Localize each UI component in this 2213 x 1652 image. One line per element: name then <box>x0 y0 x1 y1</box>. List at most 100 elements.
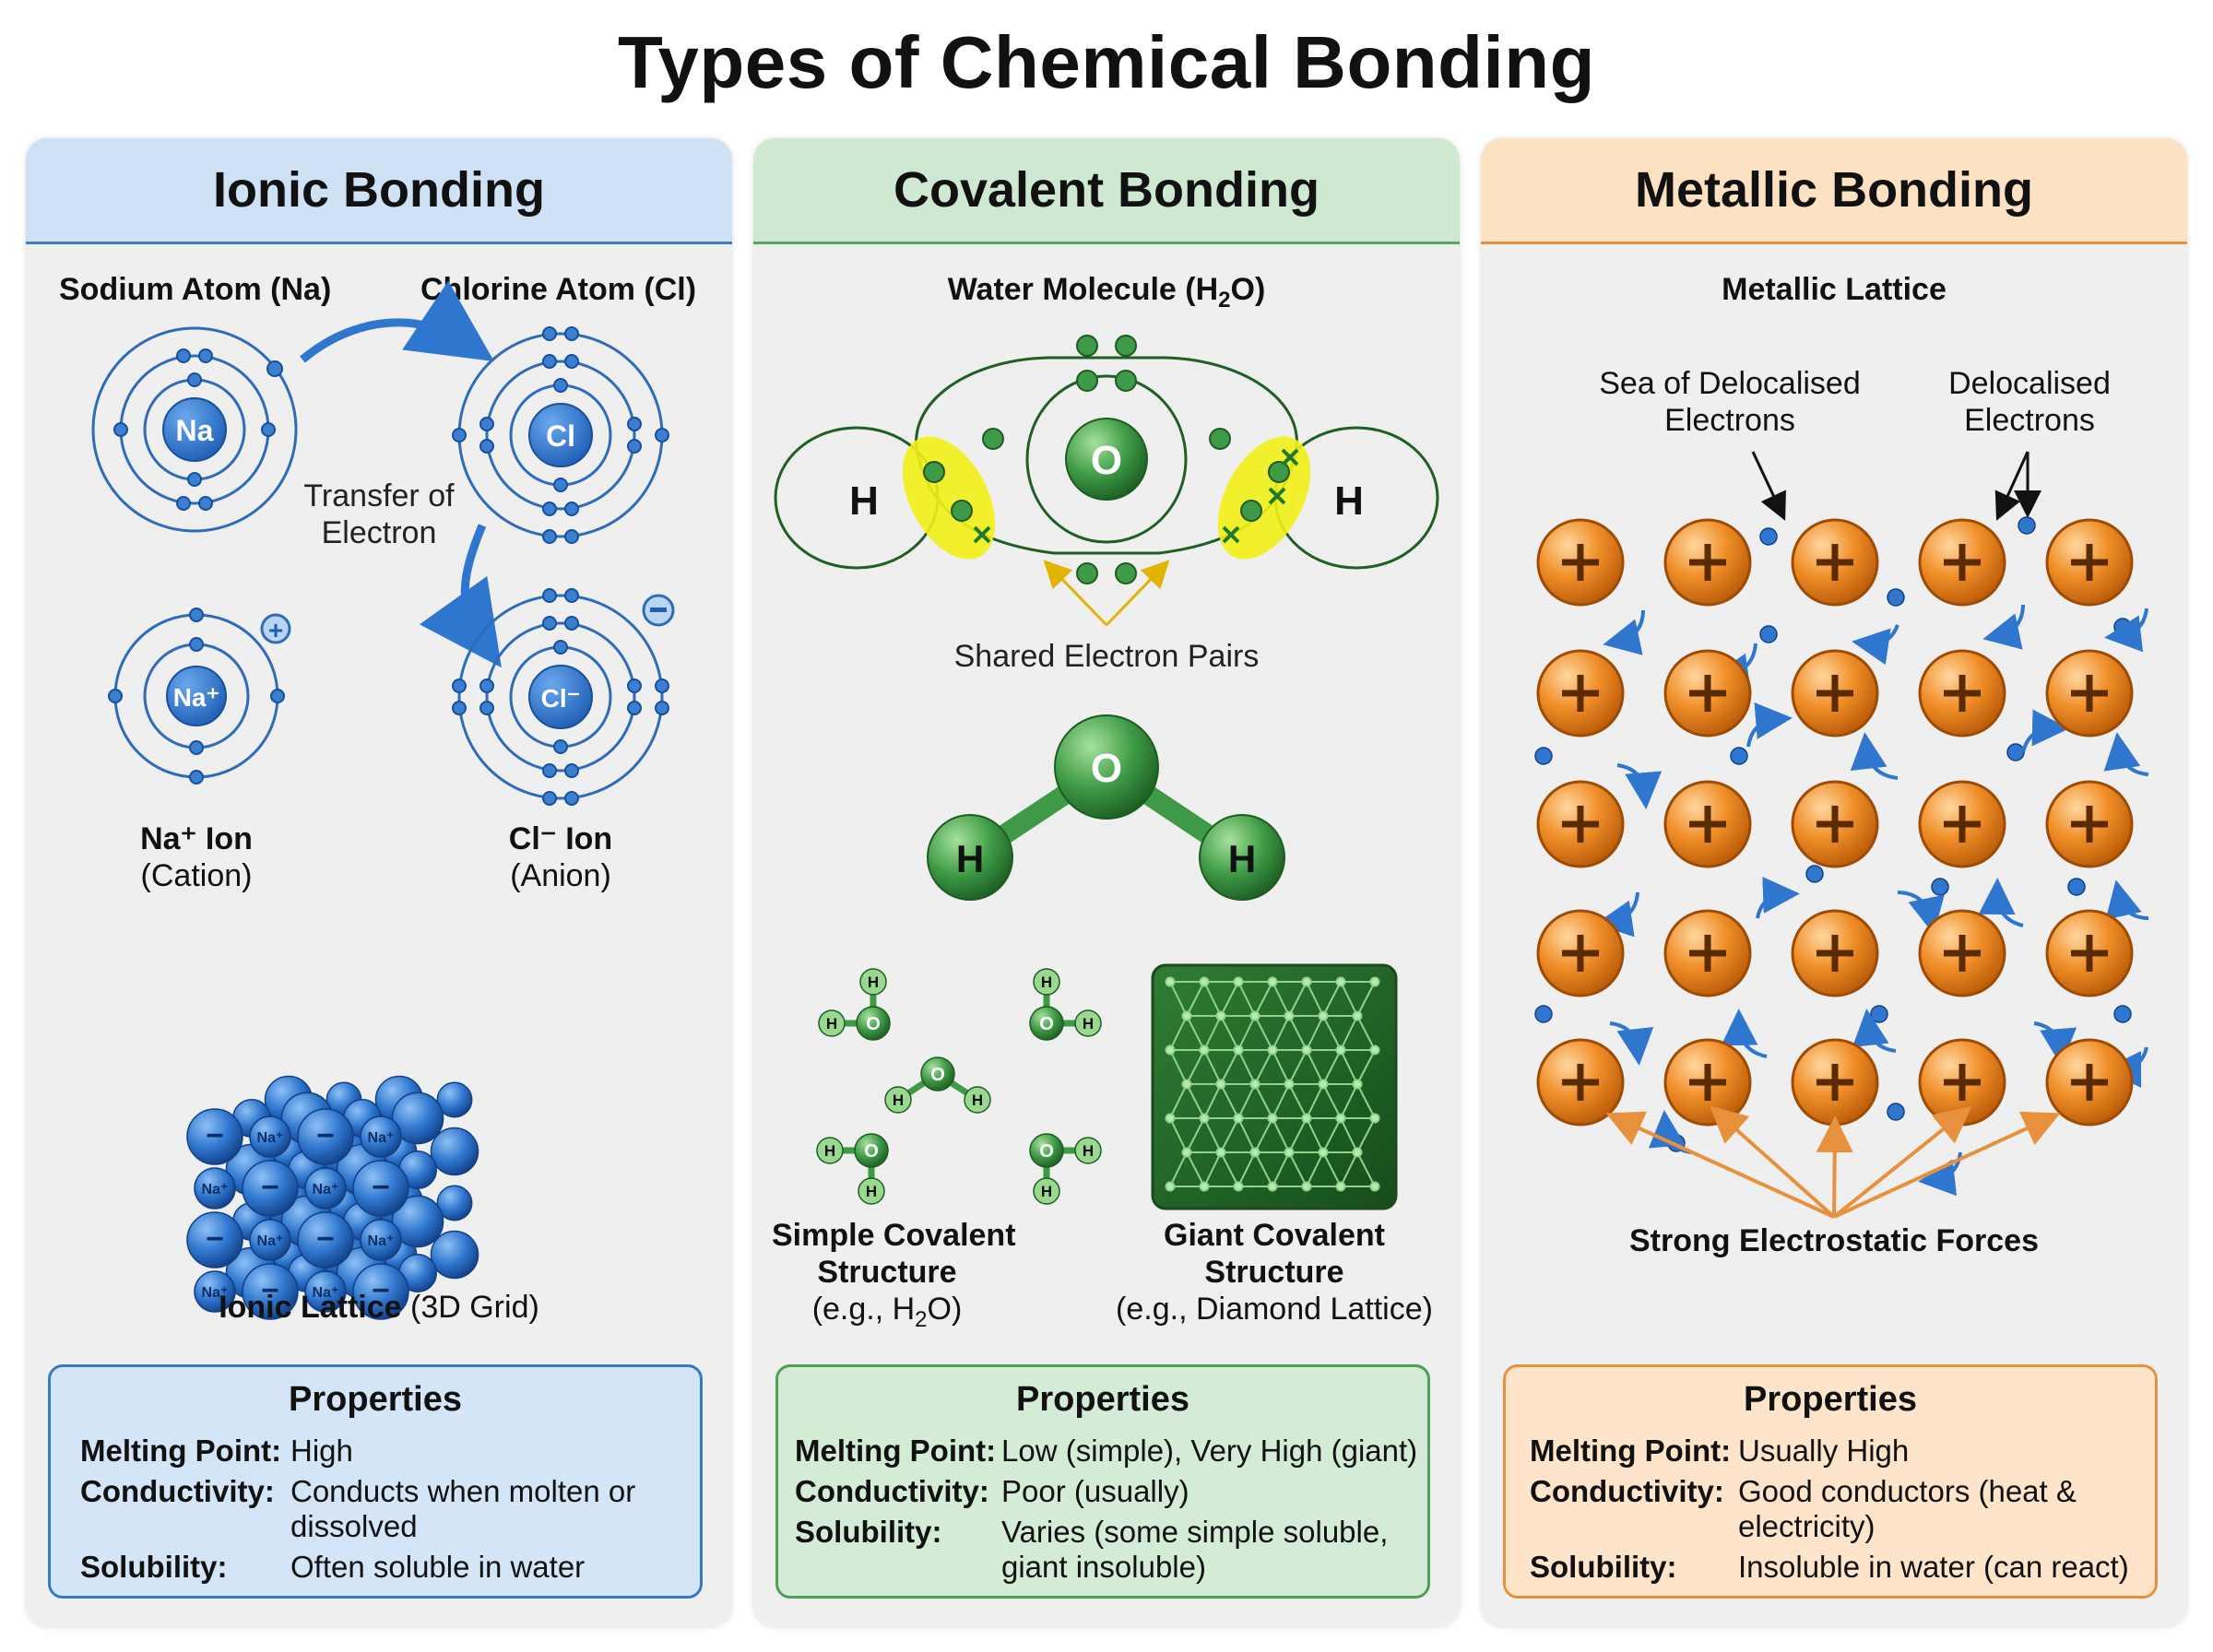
plus-icon <box>1689 1079 1726 1086</box>
electron-motion-arrow <box>1721 1009 1768 1058</box>
force-arrow <box>1605 1111 1835 1219</box>
molecule-oxygen <box>1029 1133 1064 1168</box>
plus-icon <box>1944 559 1981 566</box>
electron-motion-arrow <box>1978 878 2024 927</box>
metallic-diagram <box>1534 451 2149 1219</box>
sodium-ion-charge: Na⁺ <box>202 1285 229 1301</box>
plus-icon <box>1817 690 1853 697</box>
diamond-bond <box>1356 1151 1376 1187</box>
molecule-hydrogen-symbol: H <box>1083 1015 1094 1032</box>
shared-electron-pairs-label: Shared Electron Pairs <box>954 639 1260 674</box>
molecule-oxygen <box>856 1006 891 1041</box>
giant-covalent-label-2: Structure <box>1204 1255 1344 1290</box>
giant-covalent-label-1: Giant Covalent <box>1164 1218 1385 1253</box>
chloride-ion-sphere <box>391 1092 444 1145</box>
diamond-carbon-atom <box>1267 976 1278 987</box>
sodium-ion: + <box>108 608 291 785</box>
diamond-bond <box>1272 981 1290 1017</box>
electron-motion-arrow <box>1918 1151 1962 1197</box>
chloride-ion-sphere <box>242 1160 299 1217</box>
diamond-bond <box>1254 981 1273 1017</box>
diamond-bond <box>1322 981 1342 1017</box>
electron-motion-arrow <box>1852 1009 1897 1053</box>
electron-motion-arrow <box>1609 1021 1654 1066</box>
diamond-carbon-atom <box>1165 1044 1176 1056</box>
force-arrow <box>1710 1105 1836 1219</box>
electron-motion-arrow <box>1982 604 2025 650</box>
diamond-carbon-atom <box>1181 1147 1192 1158</box>
diamond-bond <box>1306 1083 1324 1119</box>
molecule-oxygen-symbol: O <box>1039 1014 1054 1034</box>
diamond-bond <box>1254 1083 1273 1119</box>
force-arrow <box>1816 1115 1853 1218</box>
molecule-hydrogen-symbol: H <box>824 1142 835 1160</box>
sodium-ion-charge: Na⁺ <box>257 1233 284 1249</box>
diamond-bond <box>1272 1049 1290 1085</box>
diamond-bond <box>1306 1015 1324 1051</box>
diamond-bond <box>1272 1015 1290 1051</box>
molecule-hydrogen-symbol: H <box>1083 1142 1094 1160</box>
electron-motion-arrow <box>2103 732 2149 776</box>
chloride-ion-charge: − <box>372 1170 390 1205</box>
plus-icon <box>2071 559 2108 566</box>
delocalised-electron <box>1887 1103 1905 1121</box>
diamond-carbon-atom <box>1284 1010 1295 1021</box>
covalent-properties-box: Properties Melting Point:Low (simple), V… <box>775 1364 1430 1599</box>
diamond-bond <box>1322 1117 1342 1153</box>
delocalised-electron <box>1887 588 1905 607</box>
electrostatic-forces-label: Strong Electrostatic Forces <box>1628 1223 2039 1258</box>
diamond-bond <box>1340 1049 1358 1085</box>
diamond-carbon-atom <box>1249 1147 1260 1158</box>
sodium-ion-sphere <box>304 1167 347 1210</box>
molecule-hydrogen <box>1074 1009 1102 1037</box>
simple-covalent-label-1: Simple Covalent <box>772 1218 1016 1253</box>
diamond-bond <box>1272 1083 1290 1119</box>
diamond-carbon-atom <box>1352 1079 1363 1090</box>
diamond-carbon-atom <box>1352 1147 1363 1158</box>
molecule-oxygen-symbol: O <box>866 1014 881 1034</box>
diamond-bond <box>1288 1083 1308 1119</box>
plus-icon <box>1562 690 1599 697</box>
diamond-carbon-atom <box>1249 1079 1260 1090</box>
diamond-bond <box>1169 981 1188 1017</box>
plus-icon <box>1817 559 1853 566</box>
diamond-bond <box>1220 1083 1239 1119</box>
diamond-carbon-atom <box>1267 1181 1278 1192</box>
diamond-bond <box>1203 1083 1222 1119</box>
diamond-carbon-atom <box>1284 1147 1295 1158</box>
delocalised-electrons-label-1: Delocalised <box>1948 366 2111 401</box>
electron-motion-arrow <box>1897 891 1945 935</box>
diamond-bond <box>1220 1015 1239 1051</box>
covalent-properties-title: Properties <box>1016 1380 1189 1419</box>
delocalised-electron <box>1870 1005 1888 1023</box>
sodium-ion-sphere <box>436 1081 473 1118</box>
diamond-bond <box>1288 1117 1308 1153</box>
chloride-ion-charge: − <box>261 1170 279 1205</box>
diamond-bond <box>1322 1083 1342 1119</box>
plus-icon <box>1944 690 1981 697</box>
diamond-bond <box>1203 981 1222 1017</box>
diamond-bond <box>1322 1151 1342 1187</box>
water-molecule-label: Water Molecule (H2O) <box>947 272 1266 313</box>
ionic-diagram: Na Cl Transfer of Electron <box>91 280 675 1320</box>
molecule-hydrogen <box>858 1177 885 1205</box>
chloride-ion-sphere <box>391 1195 444 1248</box>
diamond-carbon-atom <box>1215 1079 1226 1090</box>
oxygen-symbol: O <box>1091 438 1122 483</box>
diamond-carbon-atom <box>1233 1113 1244 1124</box>
molecule-hydrogen <box>859 968 887 996</box>
plus-icon <box>1562 950 1599 957</box>
diamond-bond <box>1356 1015 1376 1051</box>
plus-icon <box>1689 690 1726 697</box>
diamond-carbon-atom <box>1318 1147 1329 1158</box>
molecule-oxygen <box>1029 1006 1064 1041</box>
diamond-bond <box>1340 1015 1358 1051</box>
diamond-bond <box>1186 1151 1205 1187</box>
diamond-carbon-atom <box>1335 1181 1346 1192</box>
molecule-oxygen-symbol: O <box>864 1141 879 1162</box>
electron-motion-arrow <box>1616 763 1663 809</box>
chloride-ion <box>452 588 675 806</box>
delocalised-electron <box>2018 516 2036 535</box>
